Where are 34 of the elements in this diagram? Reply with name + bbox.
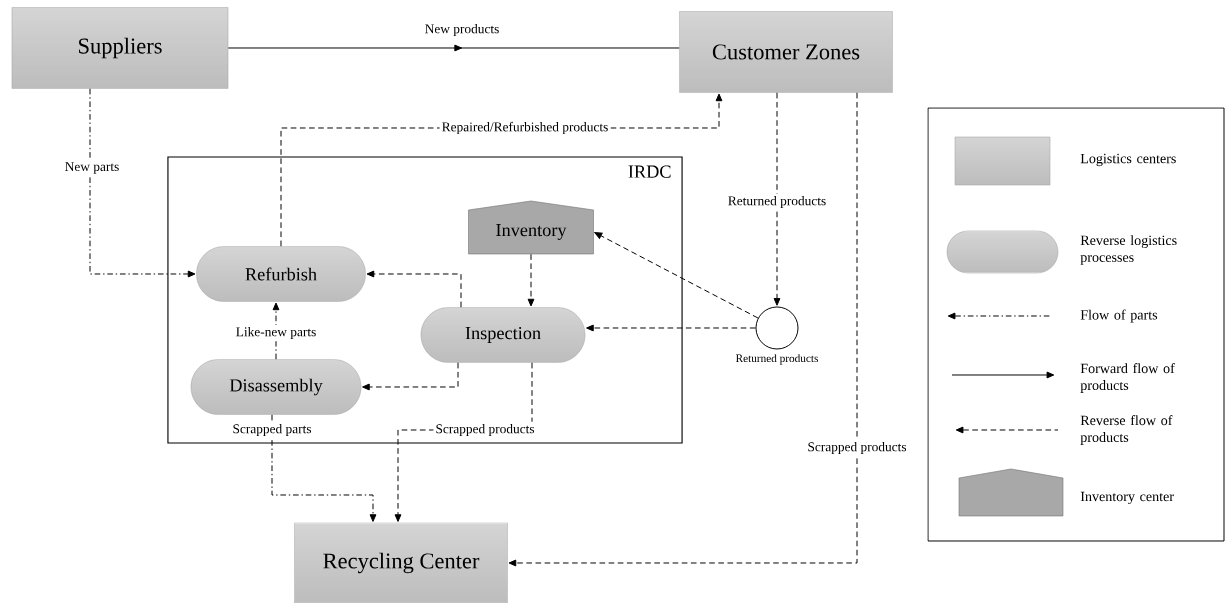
arrow [272,302,280,360]
legend-label: Forward flow of products [1080,363,1175,393]
edge-label: New parts [62,160,122,176]
logistics-center-box: Recycling Center [294,522,508,603]
legend-label: Reverse flow of products [1080,415,1173,445]
legend-label: Logistics centers [1080,153,1176,167]
junction-circle [755,306,799,350]
edge-label: Returned products [725,193,829,211]
edge-label: New products [422,21,502,39]
arrow [773,92,781,306]
edge-label: Repaired/Refurbished products [439,119,611,137]
legend-label: Flow of parts [1080,309,1158,323]
edge-label: Scrapped products [433,421,537,439]
arrow [89,88,196,278]
inventory-house: Inventory [468,200,594,255]
arrow [366,270,462,308]
legend-label: Reverse logistics processes [1080,235,1177,265]
arrow [586,324,756,332]
edge-label: Scrapped parts [230,421,314,439]
logistics-center-box: Customer Zones [679,11,893,93]
arrow [594,232,759,319]
process-pill: Inspection [420,307,586,363]
arrow [271,414,377,522]
process-pill: Refurbish [196,246,366,302]
node-caption: Returned products [735,354,818,365]
process-pill: Disassembly [190,359,362,415]
arrow [227,44,680,52]
edge-label: Like-new parts [233,324,319,342]
logistics-center-box: Suppliers [11,7,229,89]
arrow [508,92,858,567]
arrow [362,362,459,391]
legend-label: Inventory center [1080,491,1174,505]
arrow [527,253,535,307]
edge-label: Scrapped products [805,439,909,457]
